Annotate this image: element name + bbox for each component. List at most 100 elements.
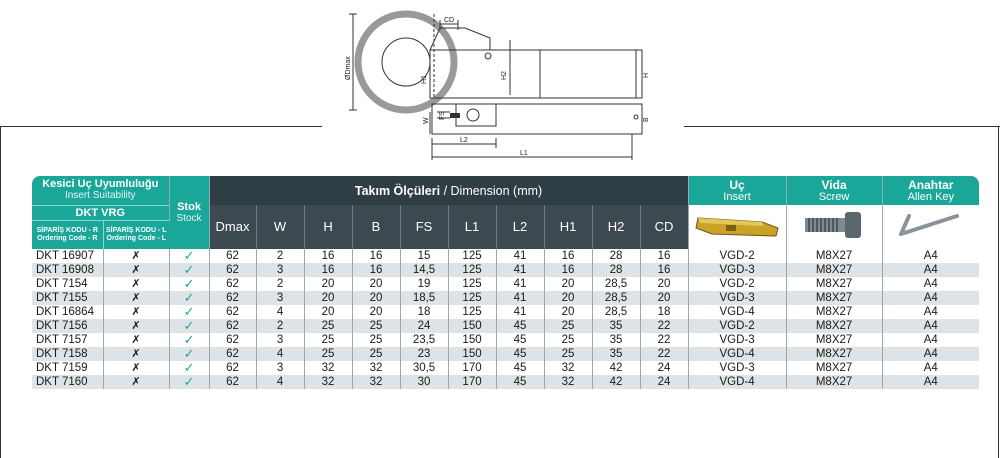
dim-h-cell: 25 [304, 333, 353, 347]
screw-cell: M8X27 [786, 305, 883, 319]
dim-w-cell: 3 [256, 333, 305, 347]
code-r-cell: DKT 16907 [32, 249, 104, 263]
dim-dmax-cell: 62 [209, 305, 257, 319]
dim-cd-cell: 20 [640, 291, 689, 305]
key-cell: A4 [882, 361, 980, 375]
stock-header: Stok Stock [169, 176, 210, 249]
insert-suitability-en: Insert Suitability [64, 190, 136, 202]
dim-l2-cell: 41 [496, 291, 545, 305]
frame-top-left [0, 126, 322, 127]
dim-h-cell: 20 [304, 277, 353, 291]
dim-b-cell: 20 [352, 277, 401, 291]
dim-l2-cell: 41 [496, 277, 545, 291]
dim-cd-cell: 18 [640, 305, 689, 319]
frame-left [0, 126, 1, 458]
code-l-cell: ✗ [103, 375, 170, 389]
label-fs: FS [439, 111, 446, 120]
dim-h-cell: 25 [304, 319, 353, 333]
dim-b-cell: 25 [352, 333, 401, 347]
stock-cell: ✓ [169, 361, 210, 375]
key-image-cell [882, 205, 980, 249]
screw-cell: M8X27 [786, 347, 883, 361]
dimension-en: Dimension (mm) [450, 183, 543, 198]
dim-dmax-cell: 62 [209, 249, 257, 263]
code-r-header: SİPARİŞ KODU - R Ordering Code - R [32, 219, 104, 249]
dim-h-cell: 20 [304, 291, 353, 305]
screw-cell: M8X27 [786, 361, 883, 375]
dim-dmax-cell: 62 [209, 319, 257, 333]
stock-cell: ✓ [169, 347, 210, 361]
code-l-cell: ✗ [103, 361, 170, 375]
dim-w-cell: 2 [256, 249, 305, 263]
screw-cell: M8X27 [786, 291, 883, 305]
code-l-cell: ✗ [103, 277, 170, 291]
dim-h-cell: 25 [304, 347, 353, 361]
insert-en: Insert [723, 190, 751, 203]
screw-cell: M8X27 [786, 319, 883, 333]
dim-h1-cell: 25 [544, 333, 593, 347]
dim-dmax-cell: 62 [209, 277, 257, 291]
label-h: H [643, 73, 650, 78]
dim-cd-cell: 16 [640, 263, 689, 277]
dim-b-cell: 16 [352, 263, 401, 277]
dim-w-cell: 3 [256, 263, 305, 277]
code-l-cell: ✗ [103, 305, 170, 319]
key-tr: Anahtar [908, 177, 954, 192]
dim-h2-cell: 35 [592, 319, 641, 333]
tool-technical-drawing: CD ØDmax H1 H2 H W FS B L2 L1 [345, 10, 650, 160]
dim-l2-cell: 45 [496, 333, 545, 347]
insert-cell: VGD-3 [688, 333, 787, 347]
allen-key-icon [898, 214, 959, 236]
dim-h2-cell: 42 [592, 375, 641, 389]
dim-col-h2: H2 [592, 205, 641, 249]
screw-cell: M8X27 [786, 375, 883, 389]
dim-l1-cell: 125 [448, 305, 497, 319]
code-l-tr: SİPARİŞ KODU - L [105, 226, 167, 234]
code-l-cell: ✗ [103, 263, 170, 277]
code-r-cell: DKT 7160 [32, 375, 104, 389]
dim-l1-cell: 170 [448, 361, 497, 375]
dim-h1-cell: 16 [544, 249, 593, 263]
insert-cell: VGD-3 [688, 263, 787, 277]
frame-right [998, 126, 999, 458]
dim-l1-cell: 150 [448, 319, 497, 333]
dim-h2-cell: 28,5 [592, 291, 641, 305]
label-h2: H2 [501, 71, 508, 80]
dim-fs-cell: 24 [400, 319, 449, 333]
stock-cell: ✓ [169, 263, 210, 277]
label-l1: L1 [520, 150, 528, 157]
key-cell: A4 [882, 347, 980, 361]
product-table: Kesici Uç Uyumluluğu Insert Suitability … [32, 176, 980, 389]
dim-l2-cell: 41 [496, 249, 545, 263]
dim-fs-cell: 14,5 [400, 263, 449, 277]
dim-cd-cell: 24 [640, 375, 689, 389]
dim-col-h: H [304, 205, 353, 249]
dim-l1-cell: 150 [448, 347, 497, 361]
dim-w-cell: 2 [256, 319, 305, 333]
code-r-cell: DKT 7158 [32, 347, 104, 361]
dim-cd-cell: 16 [640, 249, 689, 263]
code-r-cell: DKT 16908 [32, 263, 104, 277]
frame-top-right [684, 126, 1000, 127]
dim-h-cell: 20 [304, 305, 353, 319]
key-cell: A4 [882, 305, 980, 319]
dim-fs-cell: 18,5 [400, 291, 449, 305]
dim-h-cell: 16 [304, 263, 353, 277]
dim-col-dmax: Dmax [209, 205, 257, 249]
insert-cell: VGD-2 [688, 249, 787, 263]
insert-tr: Uç [729, 177, 745, 192]
screw-cell: M8X27 [786, 249, 883, 263]
dim-w-cell: 3 [256, 361, 305, 375]
stock-en: Stock [176, 212, 202, 224]
dim-cd-cell: 22 [640, 333, 689, 347]
dim-col-w: W [256, 205, 305, 249]
dim-cd-cell: 24 [640, 361, 689, 375]
dim-h1-cell: 32 [544, 375, 593, 389]
dim-h2-cell: 28 [592, 263, 641, 277]
